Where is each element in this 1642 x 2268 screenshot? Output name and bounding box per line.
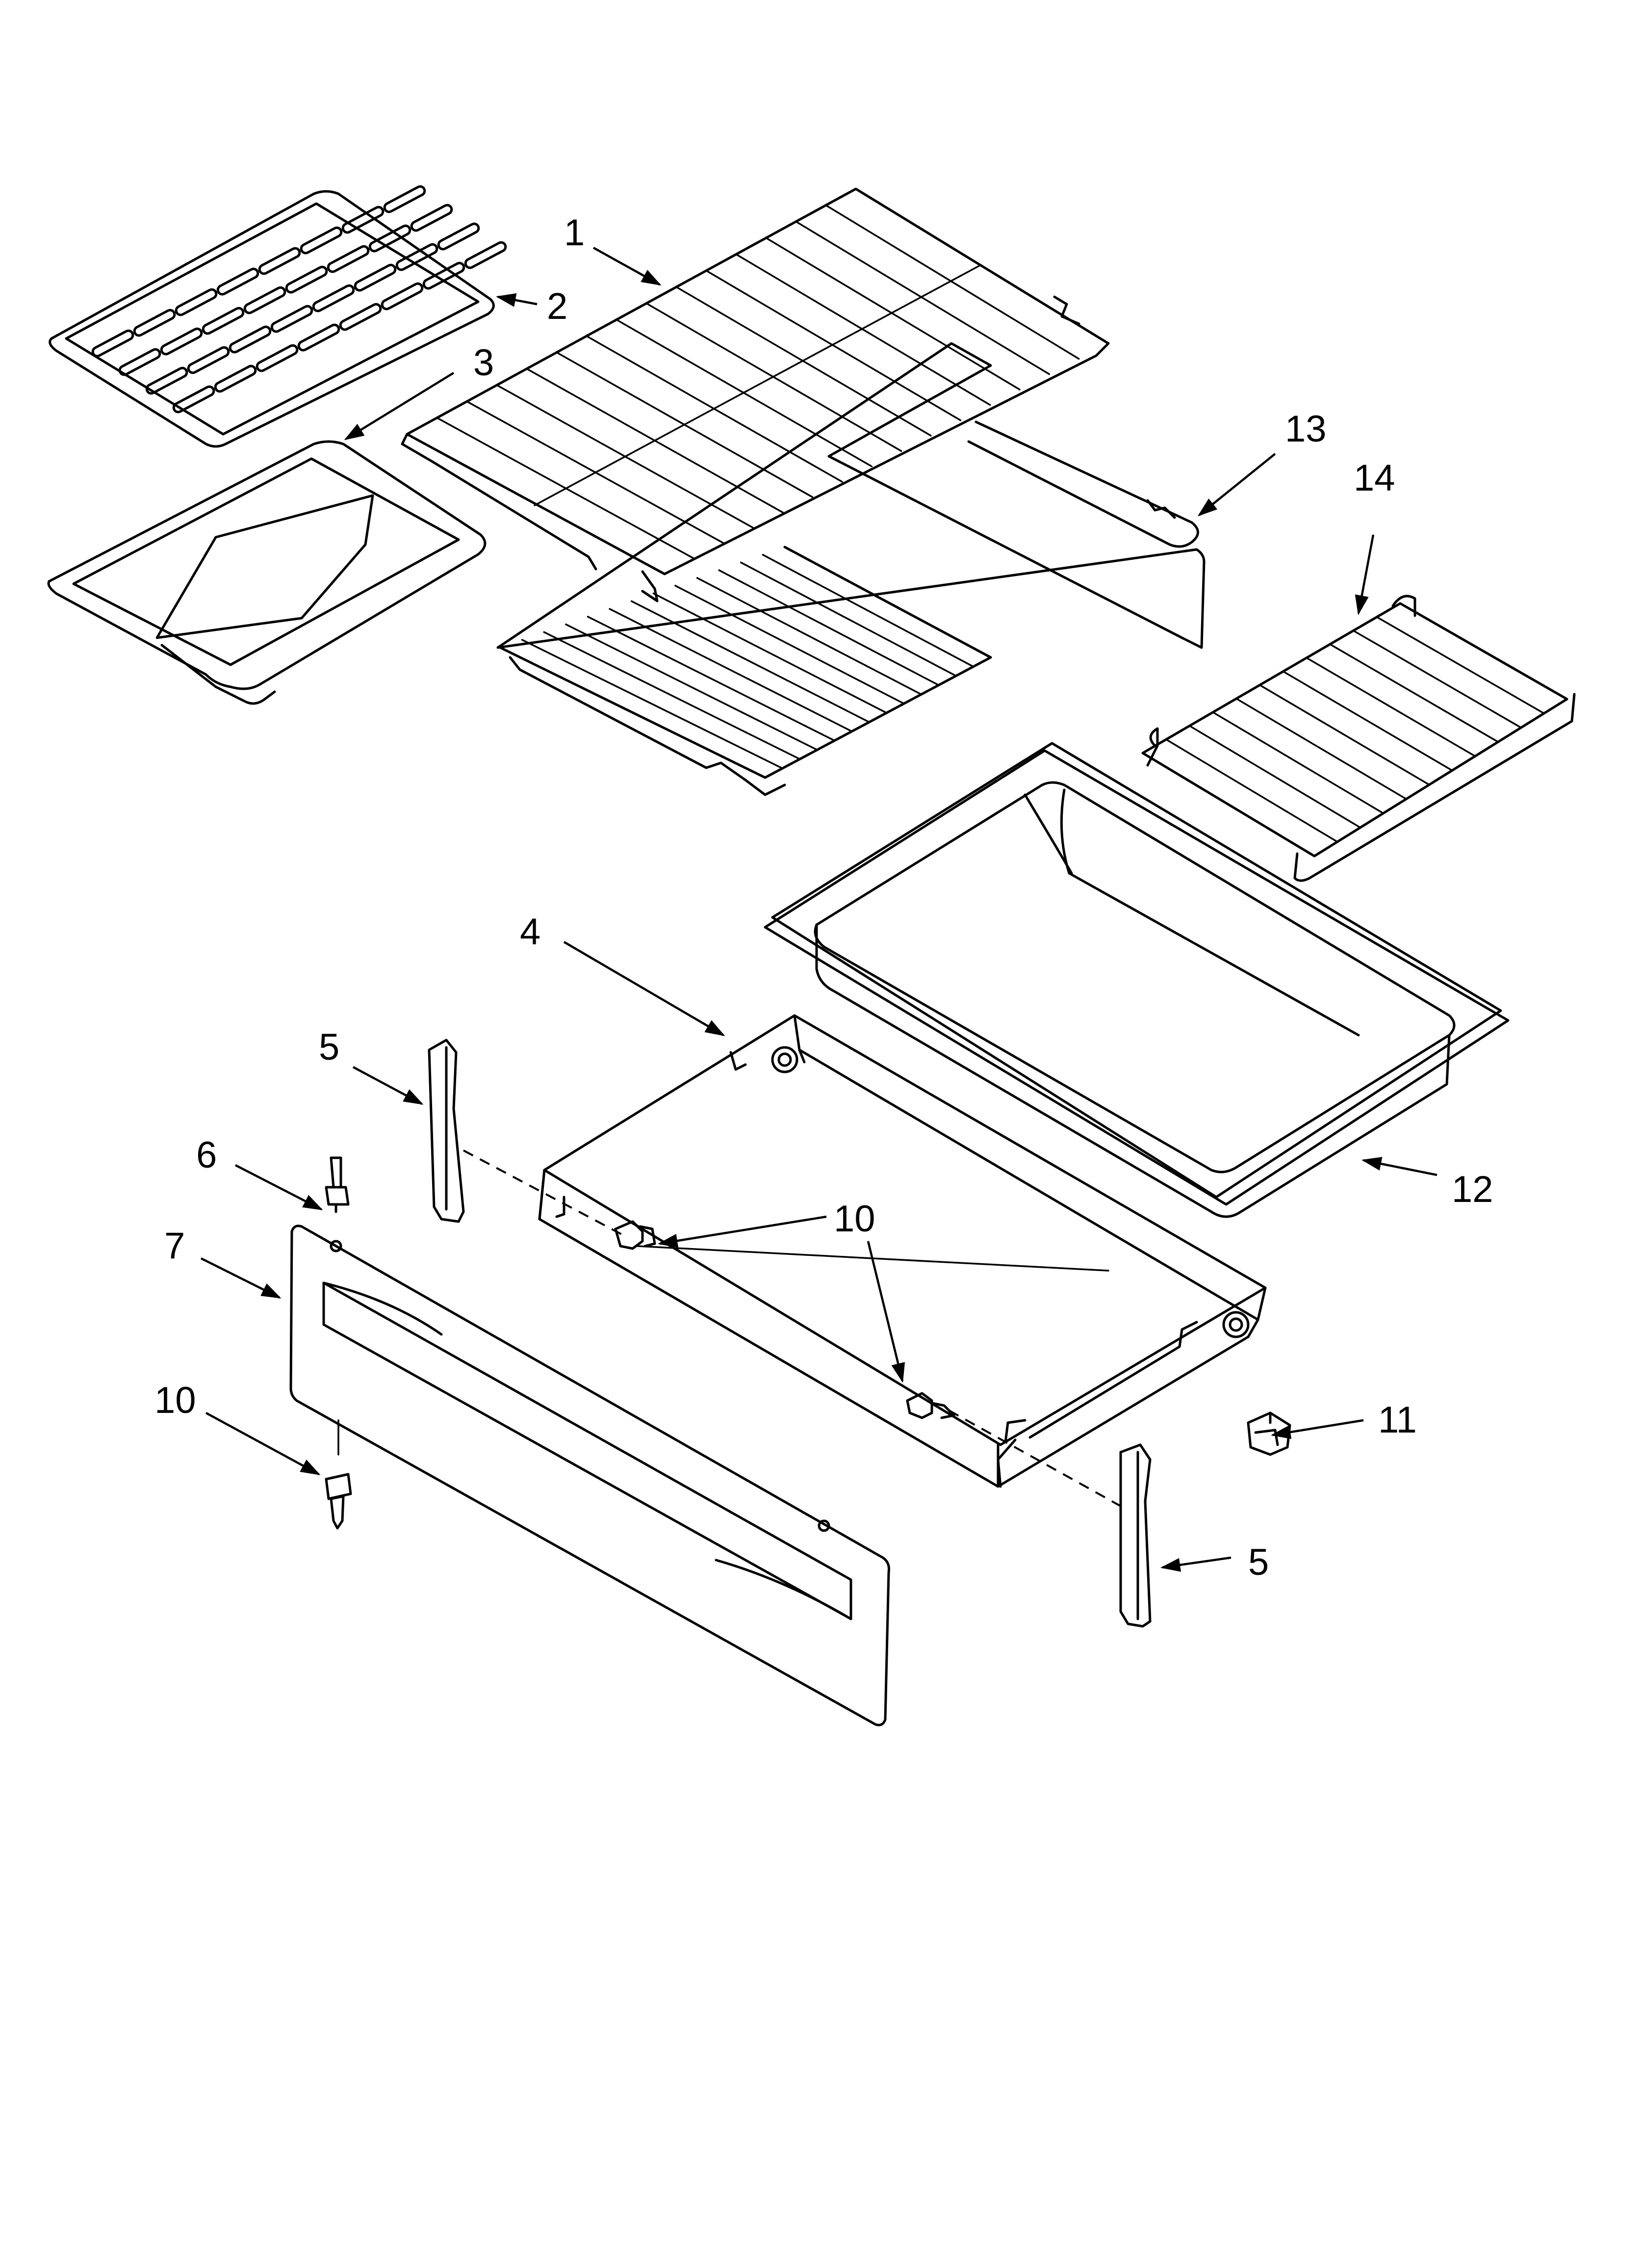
callout-3: 3 — [473, 342, 494, 384]
rack-bar — [1376, 616, 1545, 714]
rack-crossbar — [534, 264, 982, 506]
rack-bar — [587, 616, 836, 742]
grid-slot — [229, 325, 272, 354]
rack-bar — [1165, 738, 1338, 843]
grid-slot — [91, 329, 134, 358]
leader-lines — [200, 247, 1437, 1572]
grid-slot — [383, 185, 426, 213]
rack-bar — [543, 631, 801, 760]
grid-slot — [285, 265, 328, 294]
callout-5-right: 5 — [1248, 1541, 1269, 1583]
rack-bar — [1352, 629, 1522, 729]
rack-bar — [1282, 670, 1453, 772]
rack-bar — [1212, 711, 1385, 814]
rack-bar — [718, 569, 940, 686]
grid-slot — [133, 309, 176, 337]
grid-slot — [145, 366, 188, 395]
rack-bar — [652, 592, 888, 714]
rack-bar — [765, 237, 1021, 391]
grid-slot — [341, 206, 385, 234]
assembly-line-left — [463, 1149, 626, 1237]
rack-bar — [740, 561, 957, 677]
broiler-pan-grid — [49, 185, 507, 448]
grid-slot — [297, 323, 340, 352]
rack-bar — [565, 623, 818, 751]
grid-slot — [327, 245, 370, 273]
grid-slot — [160, 327, 203, 356]
callout-13: 13 — [1285, 408, 1327, 450]
rack-bar — [521, 639, 784, 769]
callout-10-drawer-top: 10 — [834, 1198, 875, 1240]
grid-slot — [214, 365, 257, 393]
grid-slot — [312, 284, 355, 313]
rack-bar — [1306, 657, 1476, 757]
grid-slot — [175, 288, 218, 316]
screw-front — [325, 1419, 352, 1530]
grid-slot — [118, 348, 161, 376]
grid-slot — [410, 204, 453, 232]
screw-drawer-right — [906, 1392, 955, 1419]
rack-bar — [735, 253, 991, 406]
rack-bar — [825, 204, 1080, 360]
broiler-pan — [47, 440, 487, 705]
grid-slot — [395, 243, 438, 271]
grid-slot — [270, 305, 313, 333]
rack-bar — [1329, 643, 1499, 743]
grid-slot — [172, 385, 215, 414]
rack-bar — [795, 220, 1051, 375]
screw-drawer-left — [614, 1220, 656, 1250]
callout-1: 1 — [564, 212, 585, 254]
assembly-line-right — [949, 1409, 1121, 1507]
grid-slot — [258, 247, 301, 275]
rack-bar — [705, 269, 962, 421]
callout-10-front: 10 — [154, 1380, 196, 1421]
callout-5-left: 5 — [319, 1026, 339, 1068]
rack-slide — [967, 420, 1199, 548]
grid-slot — [354, 263, 397, 292]
grid-slot — [422, 261, 465, 290]
oven-rack-lower — [496, 342, 1206, 796]
grid-slot — [243, 286, 286, 314]
grid-slot — [464, 241, 507, 269]
callout-12: 12 — [1452, 1169, 1493, 1210]
grid-slot — [300, 226, 343, 255]
drawer-liner — [764, 742, 1510, 1218]
grid-slot — [368, 224, 411, 253]
rack-bar — [1258, 684, 1430, 786]
rack-bar — [630, 600, 871, 723]
callout-11: 11 — [1378, 1399, 1417, 1441]
rack-bar — [609, 608, 853, 732]
grid-slot — [256, 344, 299, 372]
callout-4: 4 — [520, 911, 540, 953]
rack-bar — [674, 585, 905, 704]
rack-bar — [1235, 698, 1408, 800]
drawer-slide-left — [428, 1039, 465, 1223]
callout-7: 7 — [164, 1225, 185, 1267]
oven-rack-upper — [401, 187, 1110, 575]
grid-slot — [381, 282, 424, 311]
pin — [325, 1156, 350, 1213]
grid-slot — [202, 307, 245, 335]
drawer-slide-right — [1119, 1443, 1152, 1628]
rack-bar — [1188, 725, 1361, 829]
small-rack — [1141, 595, 1576, 882]
rack-bar — [762, 554, 975, 668]
grid-slot — [339, 303, 382, 331]
grid-slot — [187, 346, 230, 374]
callout-2: 2 — [547, 286, 567, 327]
grid-slot — [216, 267, 259, 296]
grid-slot — [437, 222, 480, 251]
callout-14: 14 — [1354, 457, 1395, 499]
callout-6: 6 — [196, 1134, 217, 1176]
rack-bar — [696, 577, 923, 696]
drawer-front — [289, 1225, 890, 1726]
